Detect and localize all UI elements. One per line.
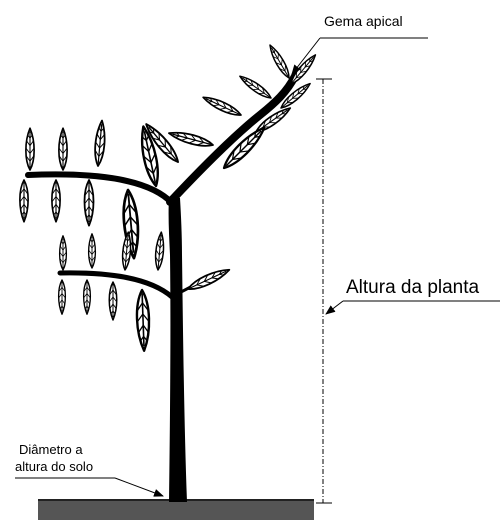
- leaf: [60, 236, 67, 270]
- diameter-label-line1: Diâmetro a: [19, 443, 83, 456]
- ground: [38, 500, 314, 520]
- leaf: [201, 94, 242, 119]
- leaf: [238, 73, 273, 101]
- leaf: [89, 234, 96, 268]
- leaf: [59, 280, 66, 314]
- leaf: [26, 128, 34, 170]
- leaf: [84, 280, 91, 314]
- leaf: [288, 52, 318, 86]
- leaf: [52, 180, 60, 222]
- leaf: [186, 266, 231, 294]
- leaf: [84, 180, 93, 226]
- leaf: [59, 128, 67, 170]
- leaf: [93, 120, 106, 166]
- leaf: [154, 232, 165, 271]
- leaf: [20, 180, 28, 222]
- leader-lines: [15, 38, 500, 496]
- leaf: [136, 290, 150, 351]
- leaf: [168, 129, 214, 150]
- plant-height-label: Altura da planta: [346, 278, 479, 297]
- height-dimension: [316, 79, 332, 503]
- main-stem: [169, 198, 187, 502]
- leaf: [109, 282, 117, 320]
- apical-bud-label: Gema apical: [324, 14, 403, 28]
- leaf: [267, 43, 293, 80]
- diameter-label-line2: altura do solo: [15, 460, 93, 473]
